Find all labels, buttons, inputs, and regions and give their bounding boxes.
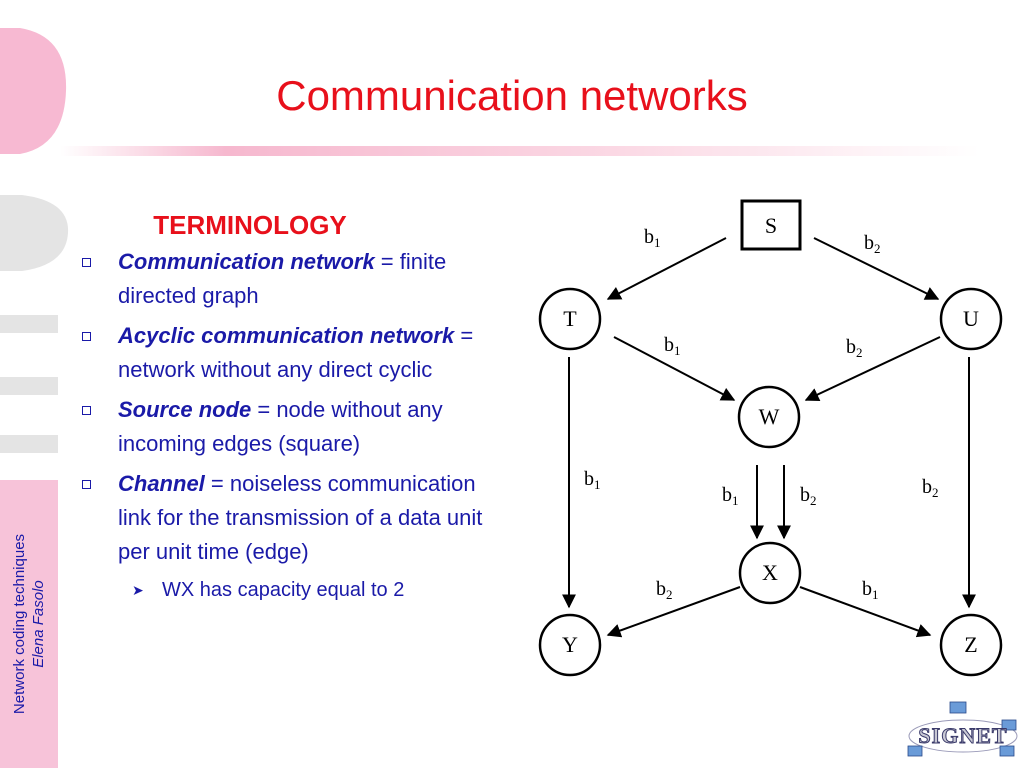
node-x [738, 541, 802, 605]
edge-label-t-w: b1 [664, 334, 681, 358]
edge-t-w [613, 336, 736, 401]
edge-x-z [799, 586, 932, 638]
sub-bullet-text: WX has capacity equal to 2 [162, 579, 405, 601]
node-label-t: T [563, 306, 577, 331]
square-bullet-icon [82, 258, 91, 267]
node-w [737, 385, 801, 449]
edge-label-u-z: b2 [922, 476, 939, 500]
node-label-x: X [762, 560, 778, 585]
network-diagram: S T U W X Y Z b1 b2 b1 b2 b1 b2 b1 b2 b2… [538, 199, 1003, 677]
square-bullet-icon [82, 406, 91, 415]
square-bullet-icon [82, 480, 91, 489]
edge-label-t-y: b1 [584, 468, 601, 492]
node-label-y: Y [562, 632, 578, 657]
node-s [740, 199, 802, 251]
sub-bullet-wx-capacity: ➤ WX has capacity equal to 2 [80, 575, 510, 605]
edge-label-x-y: b2 [656, 578, 673, 602]
bullet-term: Source node [118, 397, 252, 422]
bullet-channel: Channel = noiseless communication link f… [80, 467, 510, 569]
arrow-bullet-icon: ➤ [132, 582, 144, 598]
edge-s-u [813, 237, 940, 300]
title-underline [60, 146, 980, 156]
side-caption: Network coding techniques Elena Fasolo [0, 480, 58, 768]
bullet-term: Communication network [118, 249, 375, 274]
author-name: Elena Fasolo [30, 580, 47, 668]
bullet-acyclic-network: Acyclic communication network = network … [80, 319, 510, 387]
bullet-source-node: Source node = node without any incoming … [80, 393, 510, 461]
bullet-term: Acyclic communication network [118, 323, 455, 348]
bullet-communication-network: Communication network = finite directed … [80, 245, 510, 313]
node-z [939, 613, 1003, 677]
bullet-definition: = node without any incoming edges (squar… [118, 397, 443, 456]
edge-label-w-x-2: b2 [800, 484, 817, 508]
decorative-pink-shape [0, 28, 67, 154]
node-y [538, 613, 602, 677]
node-t [538, 287, 602, 351]
edge-label-w-x-1: b1 [722, 484, 739, 508]
node-label-s: S [765, 213, 777, 238]
edge-s-t [606, 237, 727, 300]
terminology-heading: TERMINOLOGY [153, 210, 347, 240]
edge-u-w [804, 336, 941, 401]
bullet-definition: = noiseless communication link for the t… [118, 471, 483, 564]
square-bullet-icon [82, 332, 91, 341]
course-name: Network coding techniques [11, 533, 28, 715]
decorative-gray-shapes [0, 195, 69, 453]
edge-x-y [606, 586, 741, 638]
bullet-term: Channel [118, 471, 205, 496]
bullet-definition: = finite directed graph [118, 249, 447, 308]
node-label-u: U [963, 306, 979, 331]
slide-title: Communication networks [276, 72, 748, 119]
signet-logo: SIGNET [907, 701, 1018, 757]
bullet-definition: = network without any direct cyclic [118, 323, 474, 382]
edge-label-u-w: b2 [846, 336, 863, 360]
side-band [0, 480, 58, 768]
edge-label-s-t: b1 [644, 226, 661, 250]
edge-label-x-z: b1 [862, 578, 879, 602]
node-u [939, 287, 1003, 351]
node-label-z: Z [964, 632, 977, 657]
logo-text: SIGNET [918, 723, 1007, 748]
edge-label-s-u: b2 [864, 232, 881, 256]
terminology-section: TERMINOLOGY Communication network = fini… [80, 205, 510, 605]
node-label-w: W [759, 404, 780, 429]
